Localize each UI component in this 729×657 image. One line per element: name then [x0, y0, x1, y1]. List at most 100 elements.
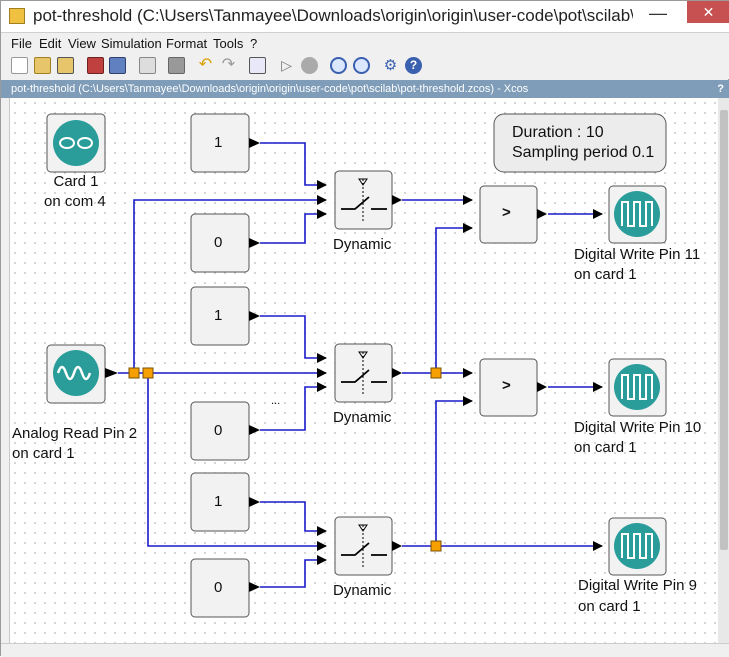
digital-write-label-line1: Digital Write Pin 9	[578, 577, 697, 594]
digital-write-label-line2: on card 1	[574, 266, 637, 283]
square-wave-icon	[614, 523, 660, 569]
menu-help[interactable]: ?	[250, 36, 258, 51]
relational-block[interactable]	[479, 185, 547, 244]
split-point[interactable]	[430, 367, 442, 379]
digital-write-block[interactable]	[608, 185, 667, 244]
sine-wave-icon	[53, 350, 99, 396]
constant-value: 1	[214, 307, 223, 324]
link-const5[interactable]	[260, 501, 327, 536]
link-const4[interactable]	[260, 382, 327, 431]
constant-block[interactable]	[190, 113, 260, 173]
title-bar: pot-threshold (C:\Users\Tanmayee\Downloa…	[1, 1, 729, 33]
ellipsis-text: ...	[271, 395, 281, 407]
arduino-icon	[53, 120, 99, 166]
redo-icon[interactable]: ↷	[221, 56, 236, 73]
switch-icon	[341, 542, 387, 556]
menu-format[interactable]: Format	[166, 36, 208, 51]
window-title: pot-threshold (C:\Users\Tanmayee\Downloa…	[33, 6, 633, 25]
relational-operator: >	[502, 377, 511, 394]
save-icon[interactable]	[87, 57, 104, 74]
digital-write-blocks	[608, 185, 667, 576]
digital-write-label-line1: Digital Write Pin 10	[574, 419, 702, 436]
relational-block[interactable]	[479, 358, 547, 417]
link-analog-to-switch3[interactable]	[147, 373, 327, 551]
split-point[interactable]	[430, 540, 442, 552]
split-point[interactable]	[142, 367, 154, 379]
close-button[interactable]: ✕	[687, 1, 729, 23]
switch-block[interactable]	[334, 170, 402, 230]
help-question-icon[interactable]: ?	[717, 83, 724, 95]
constant-block[interactable]	[190, 213, 260, 273]
open-in-scilab-icon[interactable]	[57, 57, 74, 74]
constant-block[interactable]	[190, 401, 260, 461]
switch-label: Dynamic	[333, 409, 392, 426]
arduino-setup-block[interactable]	[46, 113, 106, 173]
switch-block[interactable]	[334, 343, 402, 403]
constant-block[interactable]	[190, 286, 260, 346]
link-analog-to-switch1[interactable]	[133, 195, 327, 373]
menu-tools[interactable]: Tools	[213, 36, 244, 51]
link-const2[interactable]	[260, 209, 327, 244]
status-bar	[1, 643, 729, 657]
fit-diagram-icon[interactable]	[249, 57, 266, 74]
setup-icon[interactable]: ⚙	[383, 57, 398, 74]
simulation-info-box[interactable]	[493, 113, 667, 173]
help-icon[interactable]: ?	[405, 57, 422, 74]
minimize-button[interactable]: —	[649, 3, 667, 23]
analog-read-block[interactable]	[46, 344, 118, 404]
constant-value: 0	[214, 579, 223, 596]
open-icon[interactable]	[34, 57, 51, 74]
card-label-line1: Card 1	[53, 173, 99, 190]
link-const3[interactable]	[260, 315, 327, 363]
relational-operator: >	[502, 204, 511, 221]
switch-label: Dynamic	[333, 582, 392, 599]
link-switch2-to-compare1[interactable]	[435, 223, 473, 373]
scrollbar-thumb[interactable]	[720, 110, 728, 550]
duration-label: Duration : 10	[512, 124, 604, 141]
export-icon[interactable]	[168, 57, 185, 74]
square-wave-icon	[614, 191, 660, 237]
link-const1[interactable]	[260, 142, 327, 190]
digital-write-block[interactable]	[608, 517, 667, 576]
split-point[interactable]	[128, 367, 140, 379]
menu-edit[interactable]: Edit	[39, 36, 62, 51]
menu-simulation[interactable]: Simulation	[101, 36, 162, 51]
switch-blocks	[334, 170, 402, 576]
menu-file[interactable]: File	[11, 36, 32, 51]
digital-write-block[interactable]	[608, 358, 667, 417]
constant-value: 1	[214, 134, 223, 151]
analog-read-label-line2: on card 1	[12, 445, 75, 462]
document-path: pot-threshold (C:\Users\Tanmayee\Downloa…	[11, 83, 529, 95]
digital-write-label-line2: on card 1	[578, 598, 641, 615]
switch-label: Dynamic	[333, 236, 392, 253]
switch-icon	[341, 196, 387, 210]
card-label-line2: on com 4	[44, 193, 106, 210]
switch-icon	[341, 369, 387, 383]
switch-block[interactable]	[334, 516, 402, 576]
menu-view[interactable]: View	[68, 36, 96, 51]
digital-write-label-line2: on card 1	[574, 439, 637, 456]
menu-bar: File Edit View Simulation Format Tools ?	[1, 33, 729, 53]
undo-icon[interactable]: ↶	[198, 56, 213, 73]
link-const6[interactable]	[260, 555, 327, 588]
vertical-scrollbar[interactable]	[718, 98, 729, 643]
constant-block[interactable]	[190, 472, 260, 532]
zoom-out-icon[interactable]	[353, 57, 370, 74]
constant-value: 1	[214, 493, 223, 510]
stop-icon[interactable]	[301, 57, 318, 74]
constant-blocks	[190, 113, 260, 618]
new-icon[interactable]	[11, 57, 28, 74]
save-as-icon[interactable]	[109, 57, 126, 74]
print-icon[interactable]	[139, 57, 156, 74]
digital-write-label-line1: Digital Write Pin 11	[574, 246, 701, 263]
link-switch3-to-compare2[interactable]	[435, 396, 473, 546]
zoom-in-icon[interactable]	[330, 57, 347, 74]
constant-block[interactable]	[190, 558, 260, 618]
sampling-period-label: Sampling period 0.1	[512, 144, 655, 161]
constant-value: 0	[214, 234, 223, 251]
analog-read-label-line1: Analog Read Pin 2	[12, 425, 138, 442]
start-icon[interactable]: ▷	[281, 57, 292, 73]
constant-value: 0	[214, 422, 223, 439]
document-header: pot-threshold (C:\Users\Tanmayee\Downloa…	[1, 80, 729, 98]
